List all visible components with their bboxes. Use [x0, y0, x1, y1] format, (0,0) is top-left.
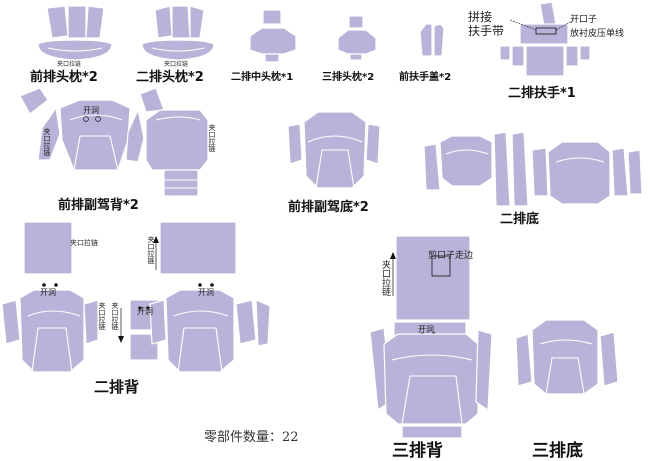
front-armrest-cover-pieces	[419, 23, 445, 57]
third-back-label: 三排背	[392, 441, 443, 461]
second-back-vent-note-left: 开洞	[40, 288, 56, 297]
second-mid-headrest-pieces	[249, 9, 297, 63]
second-back-pieces	[1, 221, 271, 373]
second-headrest-pieces	[141, 5, 215, 61]
second-base-pieces	[423, 131, 643, 207]
front-headrest-pieces	[37, 5, 113, 61]
cut-slot-note: 剪口子走边	[428, 251, 474, 261]
third-base-label: 三排底	[532, 441, 583, 461]
second-headrest-label: 二排头枕*2	[136, 70, 204, 85]
second-back-zipper-note-left: 夹口拉链	[70, 239, 98, 247]
leather-stitch-note: 放衬皮压单线	[570, 29, 625, 39]
front-armrest-cover-label: 前扶手盖*2	[399, 72, 452, 83]
second-back-zipper-note-mid-b: 夹口拉链	[111, 302, 119, 330]
front-passenger-back-label: 前排副驾背*2	[58, 198, 139, 213]
second-armrest-pieces	[499, 1, 591, 77]
front-passenger-base-label: 前排副驾底*2	[288, 200, 369, 215]
front-passenger-back-pieces	[19, 87, 209, 197]
splice-note: 拼接	[468, 10, 493, 24]
front-headrest-zipper-note: 夹口拉链	[57, 61, 82, 68]
second-back-label: 二排背	[94, 378, 140, 396]
third-back-pieces	[369, 235, 493, 439]
second-mid-headrest-label: 二排中头枕*1	[231, 72, 294, 83]
second-headrest-zipper-note: 夹口拉链	[164, 61, 189, 68]
front-passenger-base-pieces	[287, 111, 381, 189]
second-back-zipper-note-mid-a: 夹口拉链	[98, 302, 106, 330]
front-back-zipper-note-left: 夹口拉链	[43, 128, 51, 156]
armrest-strap-note: 扶手带	[468, 24, 505, 38]
second-back-zipper-note-top: 夹口拉链	[147, 236, 155, 264]
third-headrest-label: 三排头枕*2	[322, 72, 375, 83]
second-back-vent-note-mid: 开洞	[137, 307, 153, 316]
third-headrest-pieces	[337, 15, 377, 61]
second-armrest-label: 二排扶手*1	[508, 86, 576, 101]
second-base-label: 二排底	[500, 212, 540, 227]
third-back-zipper-note: 夹口拉链	[380, 260, 390, 296]
front-back-zipper-note-right: 夹口拉链	[208, 124, 216, 152]
part-count-label: 零部件数量：22	[204, 430, 299, 445]
third-back-vent-note: 开洞	[418, 325, 434, 334]
open-slot-note: 开口子	[570, 15, 598, 25]
second-back-vent-note-right: 开洞	[198, 288, 214, 297]
front-headrest-label: 前排头枕*2	[30, 70, 98, 85]
third-base-pieces	[515, 319, 619, 395]
front-back-vent-note: 开洞	[83, 106, 99, 115]
